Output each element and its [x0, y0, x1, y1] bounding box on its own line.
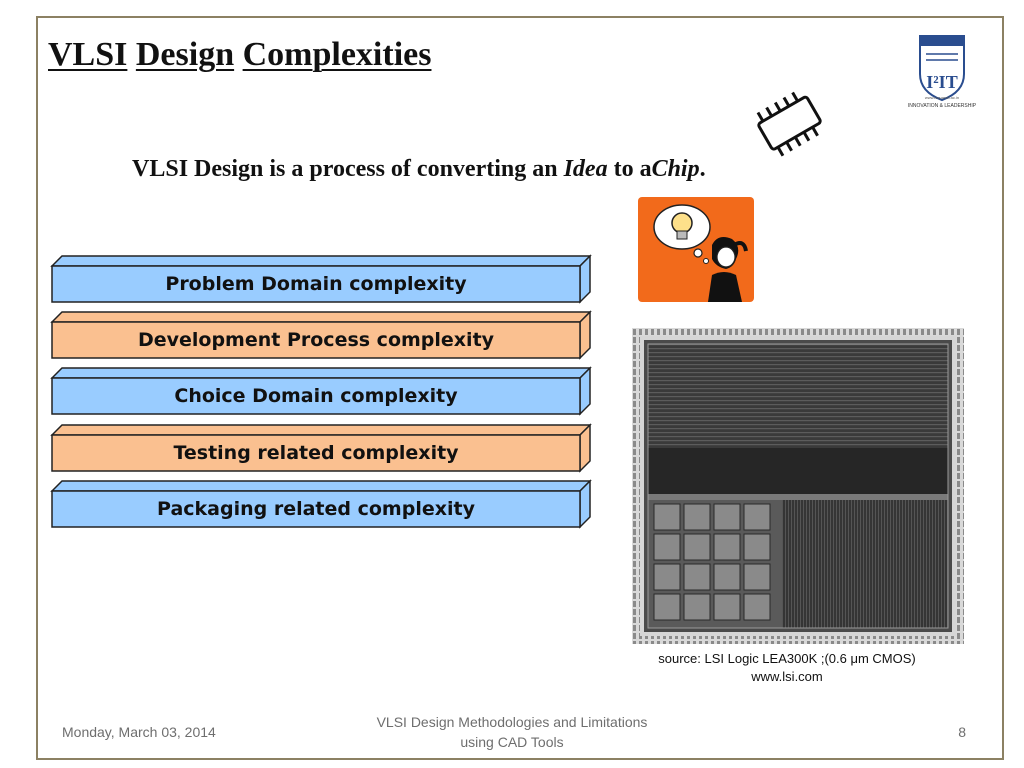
footer-course-title: VLSI Design Methodologies and Limitation… — [340, 712, 684, 752]
logo-text: I²IT — [926, 72, 957, 92]
complexity-bar-packaging: Packaging related complexity — [50, 479, 592, 529]
chip-clipart-icon — [756, 91, 822, 157]
slide-frame — [36, 16, 1004, 760]
complexity-label: Development Process complexity — [137, 329, 495, 351]
subtitle-middle: to a — [607, 156, 652, 182]
slide-subtitle: VLSI Design is a process of converting a… — [132, 156, 706, 183]
complexity-label: Packaging related complexity — [157, 498, 475, 520]
complexity-bar-testing: Testing related complexity — [50, 423, 592, 473]
complexity-bar-shape — [50, 423, 592, 473]
complexity-label: Choice Domain complexity — [174, 385, 458, 407]
title-word-design: Design — [135, 36, 235, 73]
complexity-bar-choice-domain: Choice Domain complexity — [50, 366, 592, 416]
chip-die-photo — [632, 328, 964, 644]
subtitle-prefix: VLSI Design is a process of converting a… — [132, 156, 564, 182]
idea-illustration — [638, 197, 754, 302]
die-photo-caption: source: LSI Logic LEA300K ;(0.6 μm CMOS)… — [630, 650, 944, 686]
logo-tagline: INNOVATION & LEADERSHIP — [907, 103, 977, 109]
complexity-label: Problem Domain complexity — [165, 273, 467, 295]
subtitle-idea: Idea — [563, 156, 608, 182]
title-word-vlsi: VLSI — [48, 36, 128, 73]
title-word-complexities: Complexities — [242, 36, 432, 73]
footer-date: Monday, March 03, 2014 — [62, 724, 216, 740]
subtitle-suffix: . — [699, 156, 706, 182]
footer-course-line1: VLSI Design Methodologies and Limitation… — [376, 714, 648, 730]
complexity-bar-shape — [50, 479, 592, 529]
footer-page-number: 8 — [958, 724, 966, 740]
logo-url: www.isquareit.ac.in — [924, 95, 960, 100]
i2it-logo: I²IT — [896, 30, 988, 116]
complexity-bar-shape — [50, 366, 592, 416]
caption-source: source: LSI Logic LEA300K ;(0.6 μm CMOS) — [658, 651, 916, 666]
complexity-bar-shape — [50, 310, 592, 360]
footer-course-line2: using CAD Tools — [460, 734, 564, 750]
complexity-bar-development-process: Development Process complexity — [50, 310, 592, 360]
slide-title: VLSI Design Complexities — [48, 36, 431, 74]
thinking-person-icon — [708, 237, 748, 302]
lightbulb-icon — [671, 212, 693, 240]
complexity-bar-problem-domain: Problem Domain complexity — [50, 254, 592, 304]
complexity-bar-shape — [50, 254, 592, 304]
subtitle-chip: Chip — [651, 156, 700, 182]
caption-url: www.lsi.com — [751, 669, 823, 684]
complexity-label: Testing related complexity — [173, 442, 459, 464]
